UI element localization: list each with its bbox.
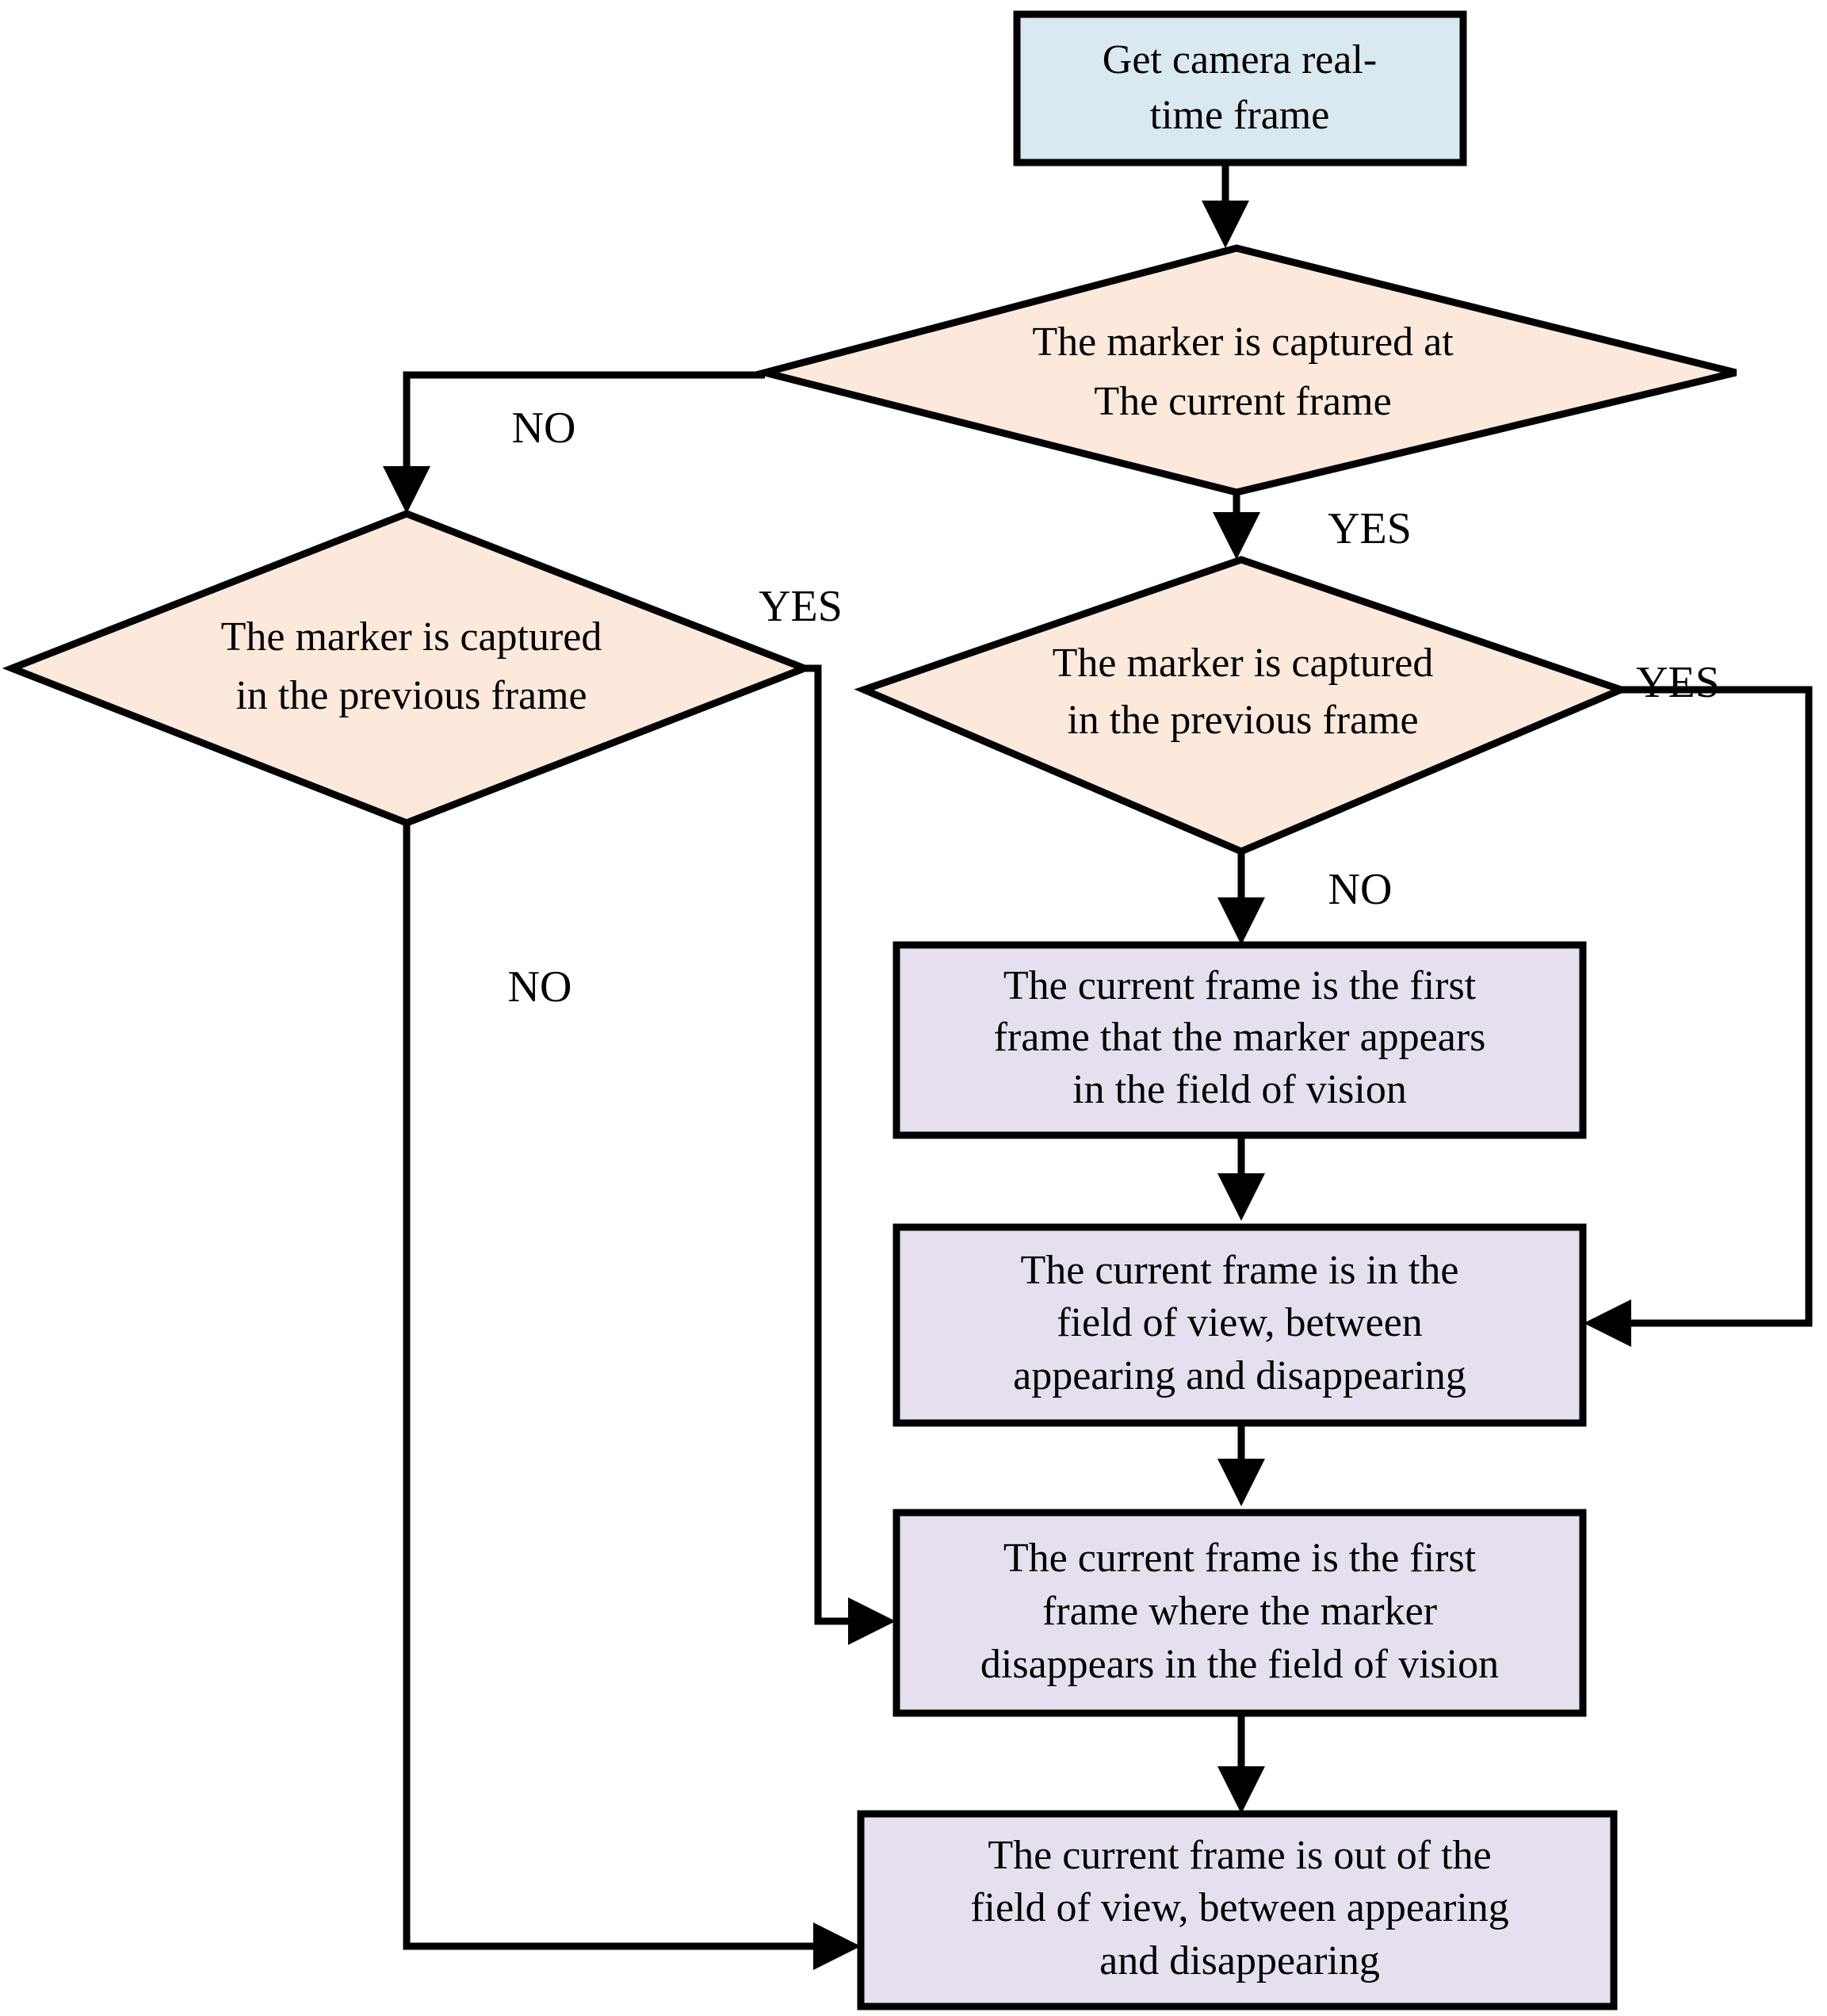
- node-process-in-view[interactable]: The current frame is in the field of vie…: [892, 1223, 1587, 1427]
- process-first-disappears-line-3: disappears in the field of vision: [980, 1642, 1499, 1687]
- decision-prev-right-text-line-1: The marker is captured: [1053, 641, 1434, 686]
- process-first-appears-line-2: frame that the marker appears: [994, 1015, 1486, 1060]
- process-first-appears-line-3: in the field of vision: [1072, 1067, 1407, 1112]
- decision-current-text-line-2: The current frame: [1094, 379, 1391, 424]
- node-process-out-of-view[interactable]: The current frame is out of the field of…: [857, 1810, 1618, 2010]
- decision-prev-right-text-line-2: in the previous frame: [1067, 698, 1418, 743]
- process-first-disappears-line-2: frame where the marker: [1042, 1589, 1437, 1634]
- node-decision-previous-left[interactable]: The marker is captured in the previous f…: [2, 510, 815, 827]
- decision-current-text-line-1: The marker is captured at: [1032, 319, 1454, 365]
- edge-appears-to-inview: [1217, 1135, 1265, 1221]
- decision-prev-left-text-line-1: The marker is captured: [221, 614, 602, 660]
- process-first-appears-line-1: The current frame is the first: [1003, 963, 1477, 1008]
- start-box-shape: [1013, 10, 1467, 166]
- arrowhead-icon: [813, 1922, 861, 1970]
- edge-current-no: [383, 371, 765, 514]
- edge-label-yes-left: YES: [759, 582, 843, 631]
- node-process-first-appears[interactable]: The current frame is the first frame tha…: [892, 941, 1587, 1139]
- node-decision-previous-right[interactable]: The marker is captured in the previous f…: [854, 556, 1631, 855]
- process-out-of-view-line-3: and disappearing: [1099, 1938, 1380, 1983]
- arrowhead-icon: [848, 1597, 896, 1645]
- process-in-view-line-2: field of view, between: [1057, 1300, 1423, 1345]
- start-text-line-1: Get camera real-: [1103, 37, 1377, 82]
- node-process-first-disappears[interactable]: The current frame is the first frame whe…: [892, 1509, 1587, 1717]
- process-first-disappears-line-1: The current frame is the first: [1003, 1536, 1477, 1581]
- edge-label-no-current: NO: [512, 404, 576, 453]
- arrowhead-icon: [1584, 1299, 1631, 1347]
- arrowhead-icon: [1217, 897, 1265, 945]
- arrowhead-icon: [1213, 512, 1260, 560]
- edge-start-to-decision-current: [1202, 162, 1249, 248]
- arrowhead-icon: [383, 466, 430, 514]
- process-in-view-shape: [892, 1223, 1587, 1427]
- start-text-line-2: time frame: [1150, 93, 1330, 138]
- process-first-disappears-shape: [892, 1509, 1587, 1717]
- edge-label-no-left: NO: [508, 962, 572, 1012]
- edge-right-no: [1217, 851, 1265, 945]
- edge-inview-to-disappears: [1217, 1423, 1265, 1506]
- edge-label-yes-right: YES: [1636, 658, 1720, 707]
- process-out-of-view-line-2: field of view, between appearing: [970, 1885, 1509, 1930]
- decision-previous-right-shape: [854, 556, 1631, 855]
- arrowhead-icon: [1217, 1766, 1265, 1814]
- process-out-of-view-line-1: The current frame is out of the: [988, 1833, 1491, 1878]
- edge-right-yes: [1584, 686, 1813, 1347]
- decision-current-shape: [751, 244, 1737, 496]
- process-first-appears-shape: [892, 941, 1587, 1139]
- node-start[interactable]: Get camera real- time frame: [1013, 10, 1467, 166]
- edge-current-yes: [1213, 492, 1260, 560]
- edge-label-yes-current: YES: [1328, 504, 1412, 553]
- process-out-of-view-shape: [857, 1810, 1618, 2010]
- edge-disappears-to-outview: [1217, 1716, 1265, 1814]
- arrowhead-icon: [1217, 1173, 1265, 1221]
- decision-previous-left-shape: [2, 510, 815, 827]
- arrowhead-icon: [1217, 1459, 1265, 1506]
- decision-prev-left-text-line-2: in the previous frame: [235, 673, 587, 718]
- edge-left-yes: [805, 664, 896, 1645]
- process-in-view-line-3: appearing and disappearing: [1013, 1353, 1466, 1398]
- node-decision-current-frame[interactable]: The marker is captured at The current fr…: [751, 244, 1737, 496]
- arrowhead-icon: [1202, 201, 1249, 248]
- edge-label-no-right: NO: [1328, 865, 1393, 914]
- edge-left-no: [403, 822, 861, 1970]
- process-in-view-line-1: The current frame is in the: [1021, 1248, 1459, 1293]
